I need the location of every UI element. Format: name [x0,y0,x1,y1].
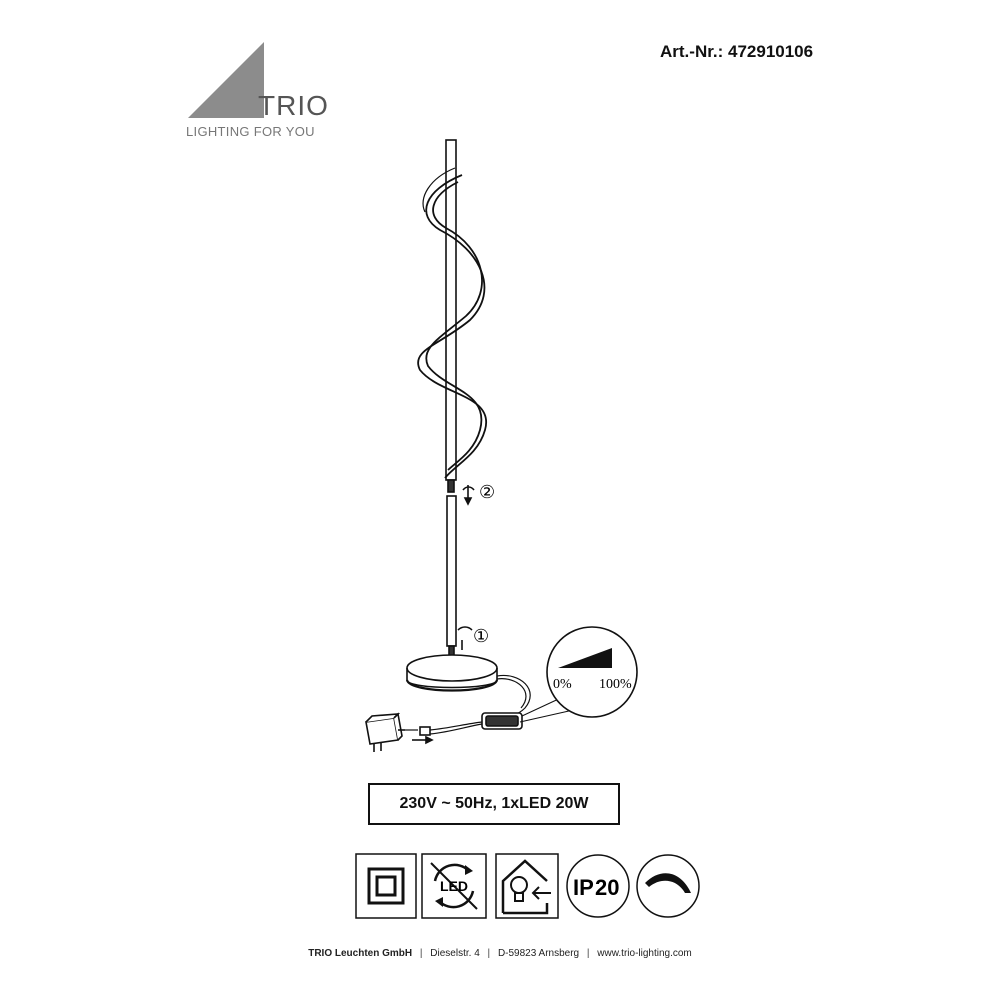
led-label: LED [440,878,468,894]
logo-triangle-icon [188,42,264,118]
brand-tagline: LIGHTING FOR YOU [186,124,315,139]
pole-connector [447,479,455,493]
footer: TRIO Leuchten GmbH | Dieselstr. 4 | D-59… [0,948,1000,959]
lamp-assembly-drawing: 0% 100% ② ① [365,139,638,752]
spec-text: 230V ~ 50Hz, 1xLED 20W [399,795,589,812]
upper-pole [445,139,457,481]
indoor-use-icon [495,853,559,919]
footer-city: D-59823 Arnsberg [497,948,580,959]
ip-value: 20 [595,875,619,900]
article-number: Art.-Nr.: 472910106 [660,42,814,61]
dimmer-min-label: 0% [553,677,572,692]
spec-box: 230V ~ 50Hz, 1xLED 20W [368,783,620,825]
step-2-marker: ② [479,482,495,503]
dimmer-switch [481,712,523,730]
protection-class-ii-icon [355,853,417,919]
footer-separator: | [487,948,491,959]
certification-icons: LED IP 20 [355,853,715,923]
ip-rating-icon: IP 20 [566,854,630,918]
lower-pole [446,495,457,659]
footer-street: Dieselstr. 4 [430,948,480,959]
dimmer-zoom-circle [546,626,638,718]
power-adapter [365,712,405,752]
spiral-ribbon [417,167,488,479]
lamp-base [405,654,499,692]
step-1-marker: ① [473,626,489,647]
brand-name: TRIO [258,90,329,121]
ip-label: IP [573,875,594,900]
footer-company: TRIO Leuchten GmbH [308,948,413,959]
footer-separator: | [586,948,590,959]
led-not-replaceable-icon: LED [421,853,487,919]
dimmable-icon [636,854,700,918]
brand-logo: TRIO LIGHTING FOR YOU [186,40,336,140]
footer-website[interactable]: www.trio-lighting.com [597,948,692,959]
footer-separator: | [419,948,423,959]
dimmer-max-label: 100% [599,677,632,692]
